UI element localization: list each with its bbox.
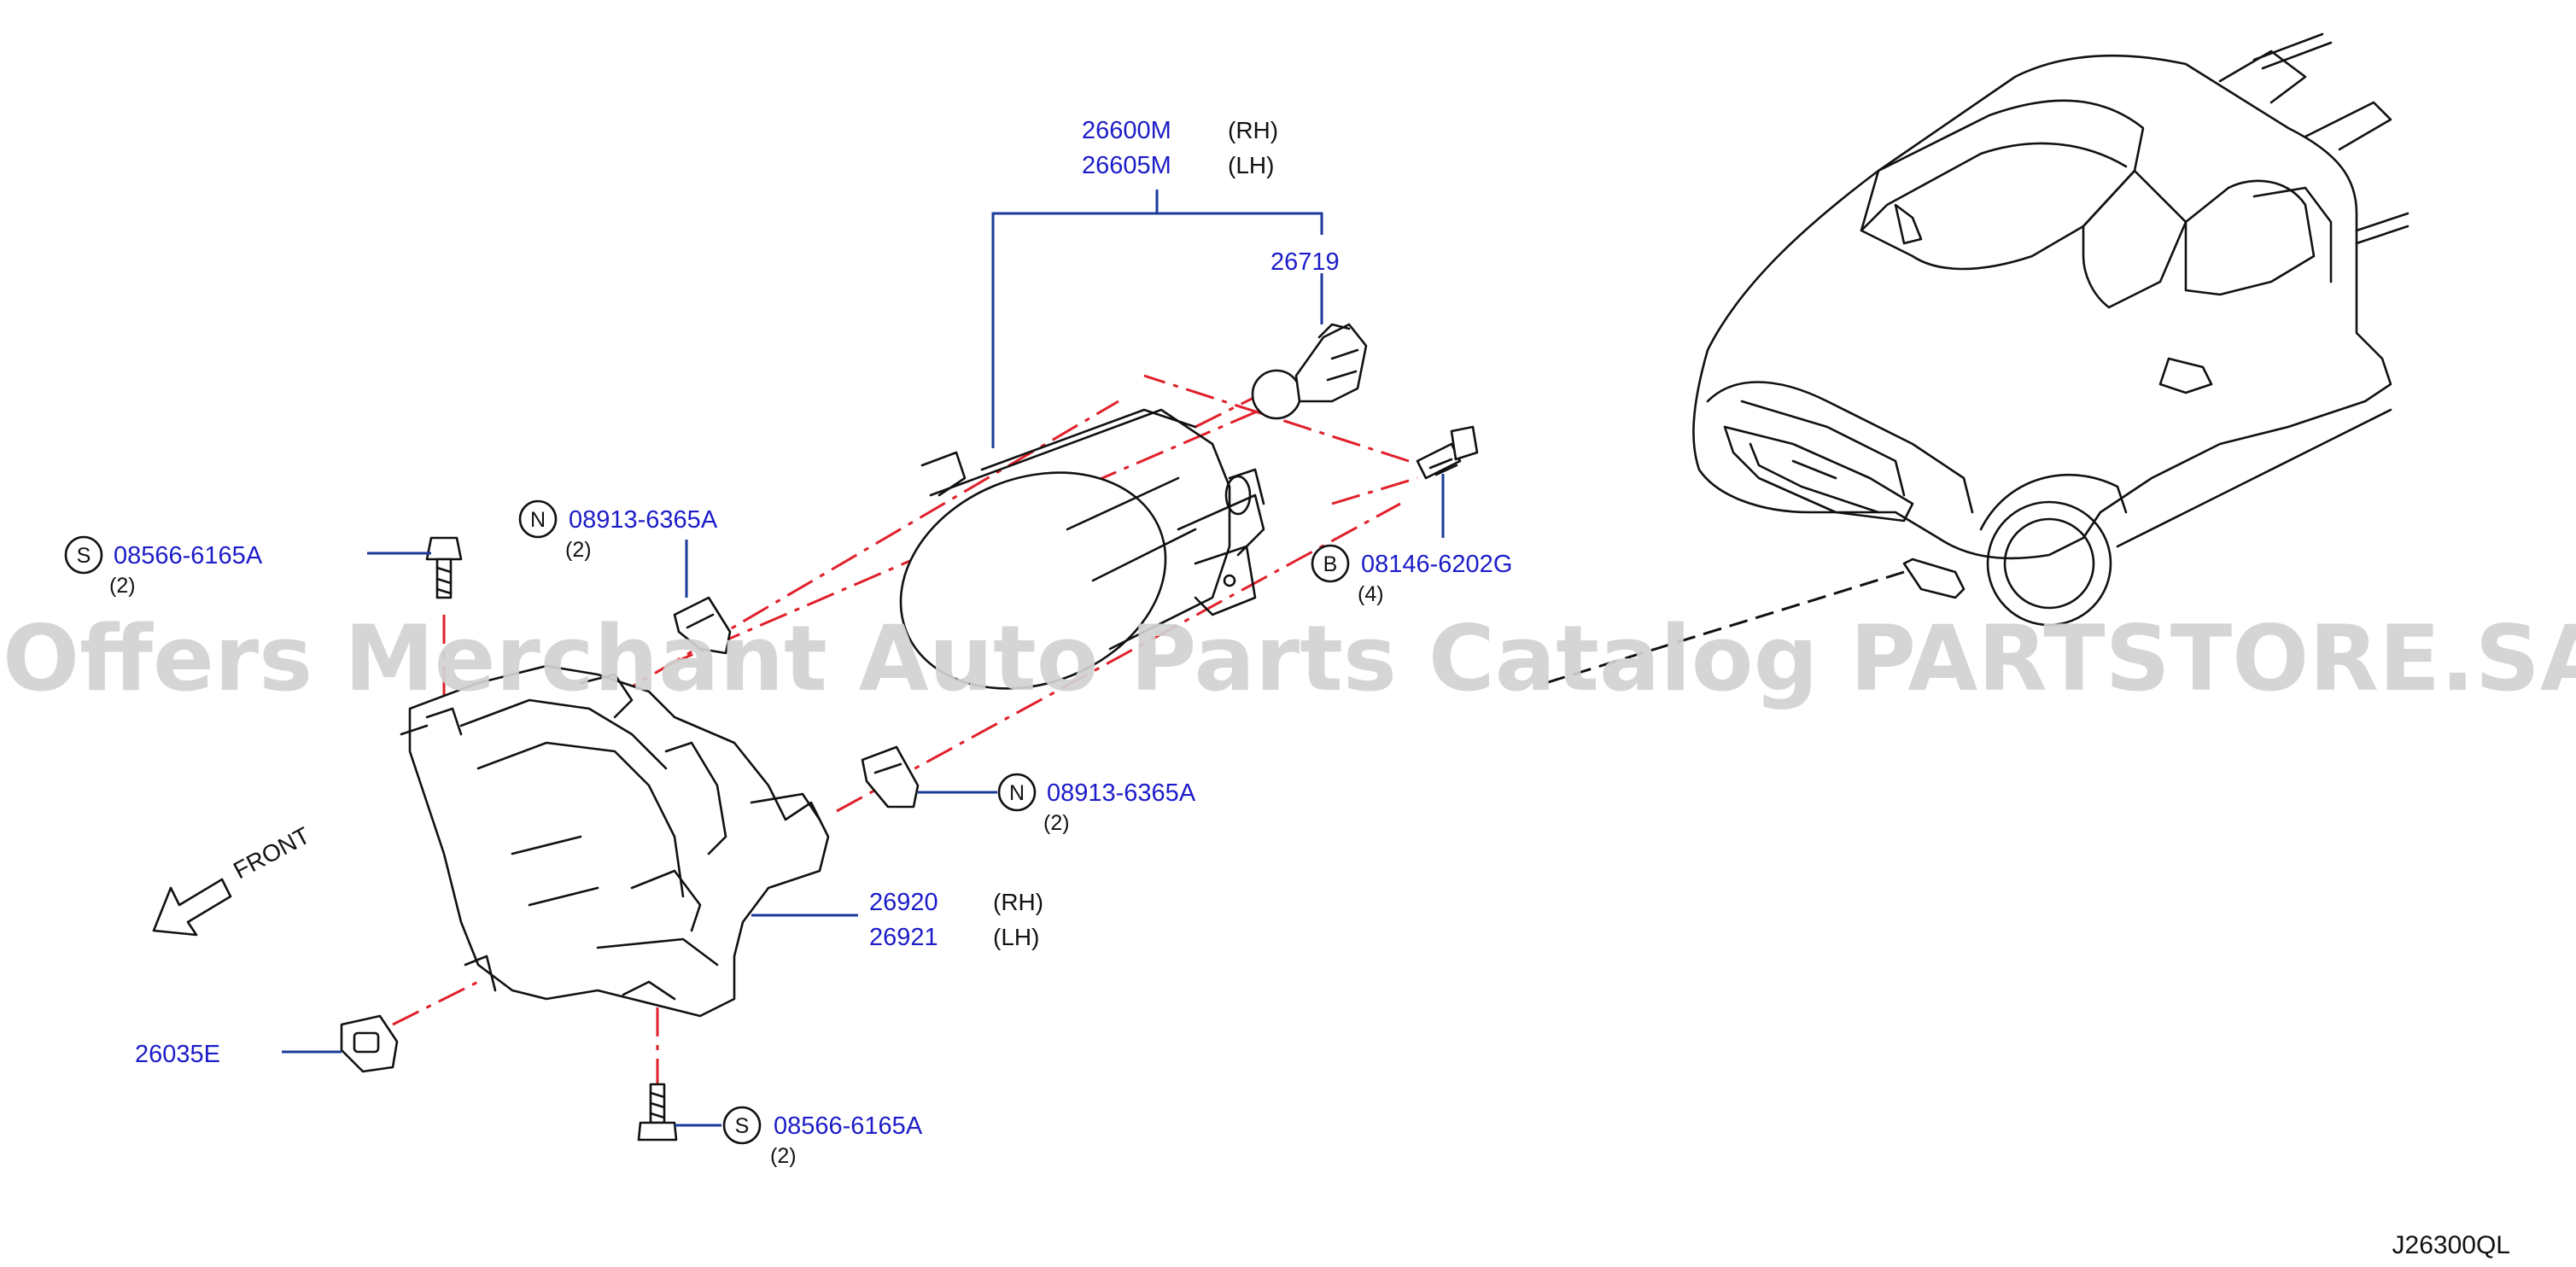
clip-top-circle-letter: N	[530, 508, 546, 532]
clip-mid-drawing	[861, 745, 920, 809]
screw-bottom-drawing	[637, 1083, 678, 1141]
watermark: Offers Merchant Auto Parts Catalog PARTS…	[3, 606, 2576, 711]
bolt-b-circle	[1311, 544, 1350, 583]
screw-bottom-circle-letter: S	[735, 1114, 750, 1138]
bracket-lh-part-number[interactable]: 26921	[869, 924, 938, 951]
front-label: FRONT	[229, 822, 314, 885]
screw-left-s-circle	[64, 535, 103, 575]
leader-lines	[282, 190, 1445, 1127]
vehicle-leader	[1545, 570, 1905, 685]
screw-left-circle-letter: S	[77, 544, 91, 568]
clip-mid-circle-letter: N	[1009, 781, 1025, 805]
bulb-drawing	[1251, 323, 1368, 420]
fog-lamp-lh-side: (LH)	[1228, 152, 1274, 178]
fog-lamp-lh-part-number[interactable]: 26605M	[1082, 152, 1171, 179]
clip-top-drawing	[673, 596, 732, 655]
bracket-drawing	[400, 664, 830, 1018]
bulb-part-number[interactable]: 26719	[1270, 248, 1340, 276]
clip-mid-n-circle	[997, 773, 1037, 812]
bracket-rh-part-number[interactable]: 26920	[869, 889, 938, 916]
screw-bottom-quantity: (2)	[770, 1144, 797, 1168]
bracket-rh-side: (RH)	[993, 889, 1043, 915]
clip-top-n-circle	[518, 499, 558, 539]
bolt-drawing	[1416, 425, 1479, 480]
fog-lamp-drawing	[899, 408, 1265, 690]
screw-left-quantity: (2)	[109, 574, 136, 598]
grommet-drawing	[340, 1014, 399, 1073]
bolt-part-number[interactable]: 08146-6202G	[1361, 551, 1512, 578]
bolt-circle-letter: B	[1323, 552, 1338, 576]
screw-left-part-number[interactable]: 08566-6165A	[114, 542, 263, 569]
screw-bottom-part-number[interactable]: 08566-6165A	[774, 1112, 923, 1140]
clip-mid-quantity: (2)	[1043, 811, 1070, 835]
clip-top-part-number[interactable]: 08913-6365A	[569, 506, 718, 534]
bracket-lh-side: (LH)	[993, 924, 1039, 950]
clip-mid-part-number[interactable]: 08913-6365A	[1047, 779, 1196, 807]
clip-top-quantity: (2)	[565, 538, 592, 562]
screw-bottom-s-circle	[722, 1106, 762, 1145]
front-arrow: FRONT	[152, 822, 314, 937]
fog-lamp-rh-part-number[interactable]: 26600M	[1082, 117, 1171, 144]
fog-lamp-rh-side: (RH)	[1228, 117, 1278, 143]
vehicle-illustration	[1692, 32, 2410, 627]
diagram-code: J26300QL	[2392, 1231, 2510, 1259]
grommet-part-number[interactable]: 26035E	[135, 1041, 220, 1068]
screw-left-drawing	[425, 536, 463, 599]
bolt-quantity: (4)	[1358, 582, 1384, 606]
